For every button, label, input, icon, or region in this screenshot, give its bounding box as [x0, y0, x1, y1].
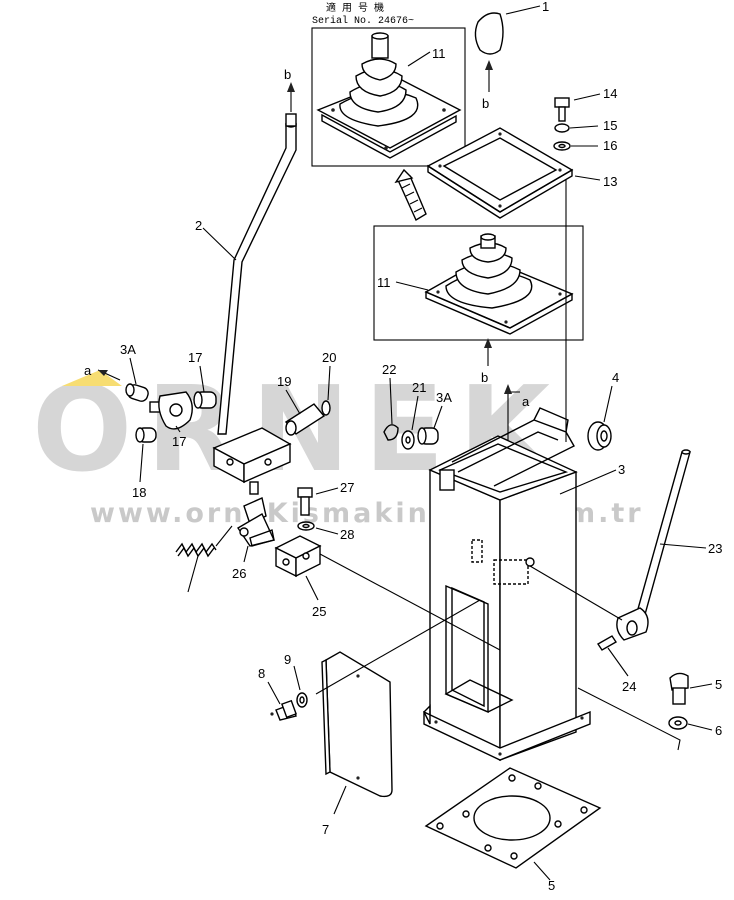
callout-7: 6: [715, 723, 722, 738]
lever-part-2: 2: [195, 113, 297, 435]
callout-15: 16: [603, 138, 617, 153]
callout-17-bottom: 18: [132, 485, 146, 500]
view-a-left-label: a: [84, 363, 92, 378]
view-arrow-a-left: a: [84, 363, 121, 381]
callout-4: 4: [612, 370, 619, 385]
view-arrow-b-mid: b: [481, 338, 492, 385]
cover-part-8: 7: [315, 599, 481, 837]
housing-part-3: 3: [423, 407, 625, 762]
plate-part-12: 13: [426, 127, 617, 219]
serial-variant-box: 適 用 号 機 Serial No. 24676~ 11: [311, 1, 466, 167]
spring-part-28: [175, 525, 233, 593]
bushing-part-3a-right: 3A: [417, 390, 452, 445]
callout-14: 15: [603, 118, 617, 133]
callout-23: 24: [622, 679, 636, 694]
washer-part-15: 16: [553, 138, 617, 153]
washer-part-10: 9: [284, 652, 308, 708]
callout-9: 8: [258, 666, 265, 681]
callout-18: 19: [277, 374, 291, 389]
view-b-mid-label: b: [481, 370, 488, 385]
ring-part-19: 20: [321, 350, 336, 416]
callout-22: 23: [708, 541, 722, 556]
callout-25: 26: [232, 566, 246, 581]
view-b-top-label: b: [284, 67, 291, 82]
callout-17-top: 17: [188, 350, 202, 365]
knob-part-1: 1: [474, 0, 549, 55]
watermark: ORNEK www.orneKismakinaleri.com.tr: [32, 360, 641, 529]
shaft-part-25: 26: [232, 497, 275, 581]
callout-12: 13: [603, 174, 617, 189]
bolt-part-6: 5: [669, 672, 722, 705]
direction-arrow: [394, 168, 427, 222]
callout-2: 2: [195, 218, 202, 233]
bolt-part-26: 27: [297, 480, 354, 516]
view-a-right-label: a: [522, 394, 530, 409]
callout-13: 14: [603, 86, 617, 101]
callout-27: 28: [340, 527, 354, 542]
pin-part-18: 19: [277, 374, 326, 436]
callout-11-mid: 11: [377, 275, 391, 290]
callout-6: 5: [715, 677, 722, 692]
washer-part-14: 15: [554, 118, 617, 133]
view-arrow-b-top: b: [284, 67, 295, 112]
callout-10: 9: [284, 652, 291, 667]
serial-frame: [311, 27, 466, 167]
washer-part-20: 21: [401, 380, 426, 450]
callout-5-overlay: 5: [548, 878, 556, 893]
boot-part-11-top: [316, 32, 462, 159]
callout-11-top: 11: [432, 46, 446, 61]
boot-box-mid: 11: [373, 225, 584, 341]
callout-16: 17: [172, 434, 186, 449]
view-b-knob-label: b: [482, 96, 489, 111]
clip-part-21: 22: [382, 362, 399, 441]
watermark-accent: [62, 370, 122, 386]
callout-1: 1: [542, 0, 549, 14]
lever-base-block: [212, 427, 292, 495]
callout-20: 21: [412, 380, 426, 395]
grommet-part-4: 4: [587, 370, 619, 451]
lever-part-22: 23: [529, 449, 722, 641]
block-part-24: 25: [274, 535, 501, 651]
bushing-part-17-bottom: 18: [132, 427, 157, 500]
callout-3a-right: 3A: [436, 390, 452, 405]
bolt-part-9: 8: [258, 666, 297, 721]
pin-part-23: 24: [597, 635, 636, 694]
washer-part-7: 6: [577, 687, 722, 751]
gasket-part-5: 5 6: [424, 767, 602, 881]
serial-jp-label: 適 用 号 機: [326, 1, 384, 15]
callout-19: 20: [322, 350, 336, 365]
view-arrow-b-knob: b: [482, 60, 493, 111]
serial-number-label: Serial No. 24676~: [312, 15, 414, 27]
callout-21: 22: [382, 362, 396, 377]
callout-8: 7: [322, 822, 329, 837]
callout-26: 27: [340, 480, 354, 495]
callout-3a-left: 3A: [120, 342, 136, 357]
boot-part-11-mid: [424, 233, 574, 335]
bolt-part-13: 14: [554, 86, 617, 122]
bushing-part-3a-left: 3A: [120, 342, 149, 402]
washer-part-27: 28: [297, 521, 354, 542]
callout-3: 3: [618, 462, 625, 477]
clevis-part-16: 17: [149, 391, 193, 449]
bushing-part-17-top: 17: [188, 350, 217, 409]
callout-24: 25: [312, 604, 326, 619]
